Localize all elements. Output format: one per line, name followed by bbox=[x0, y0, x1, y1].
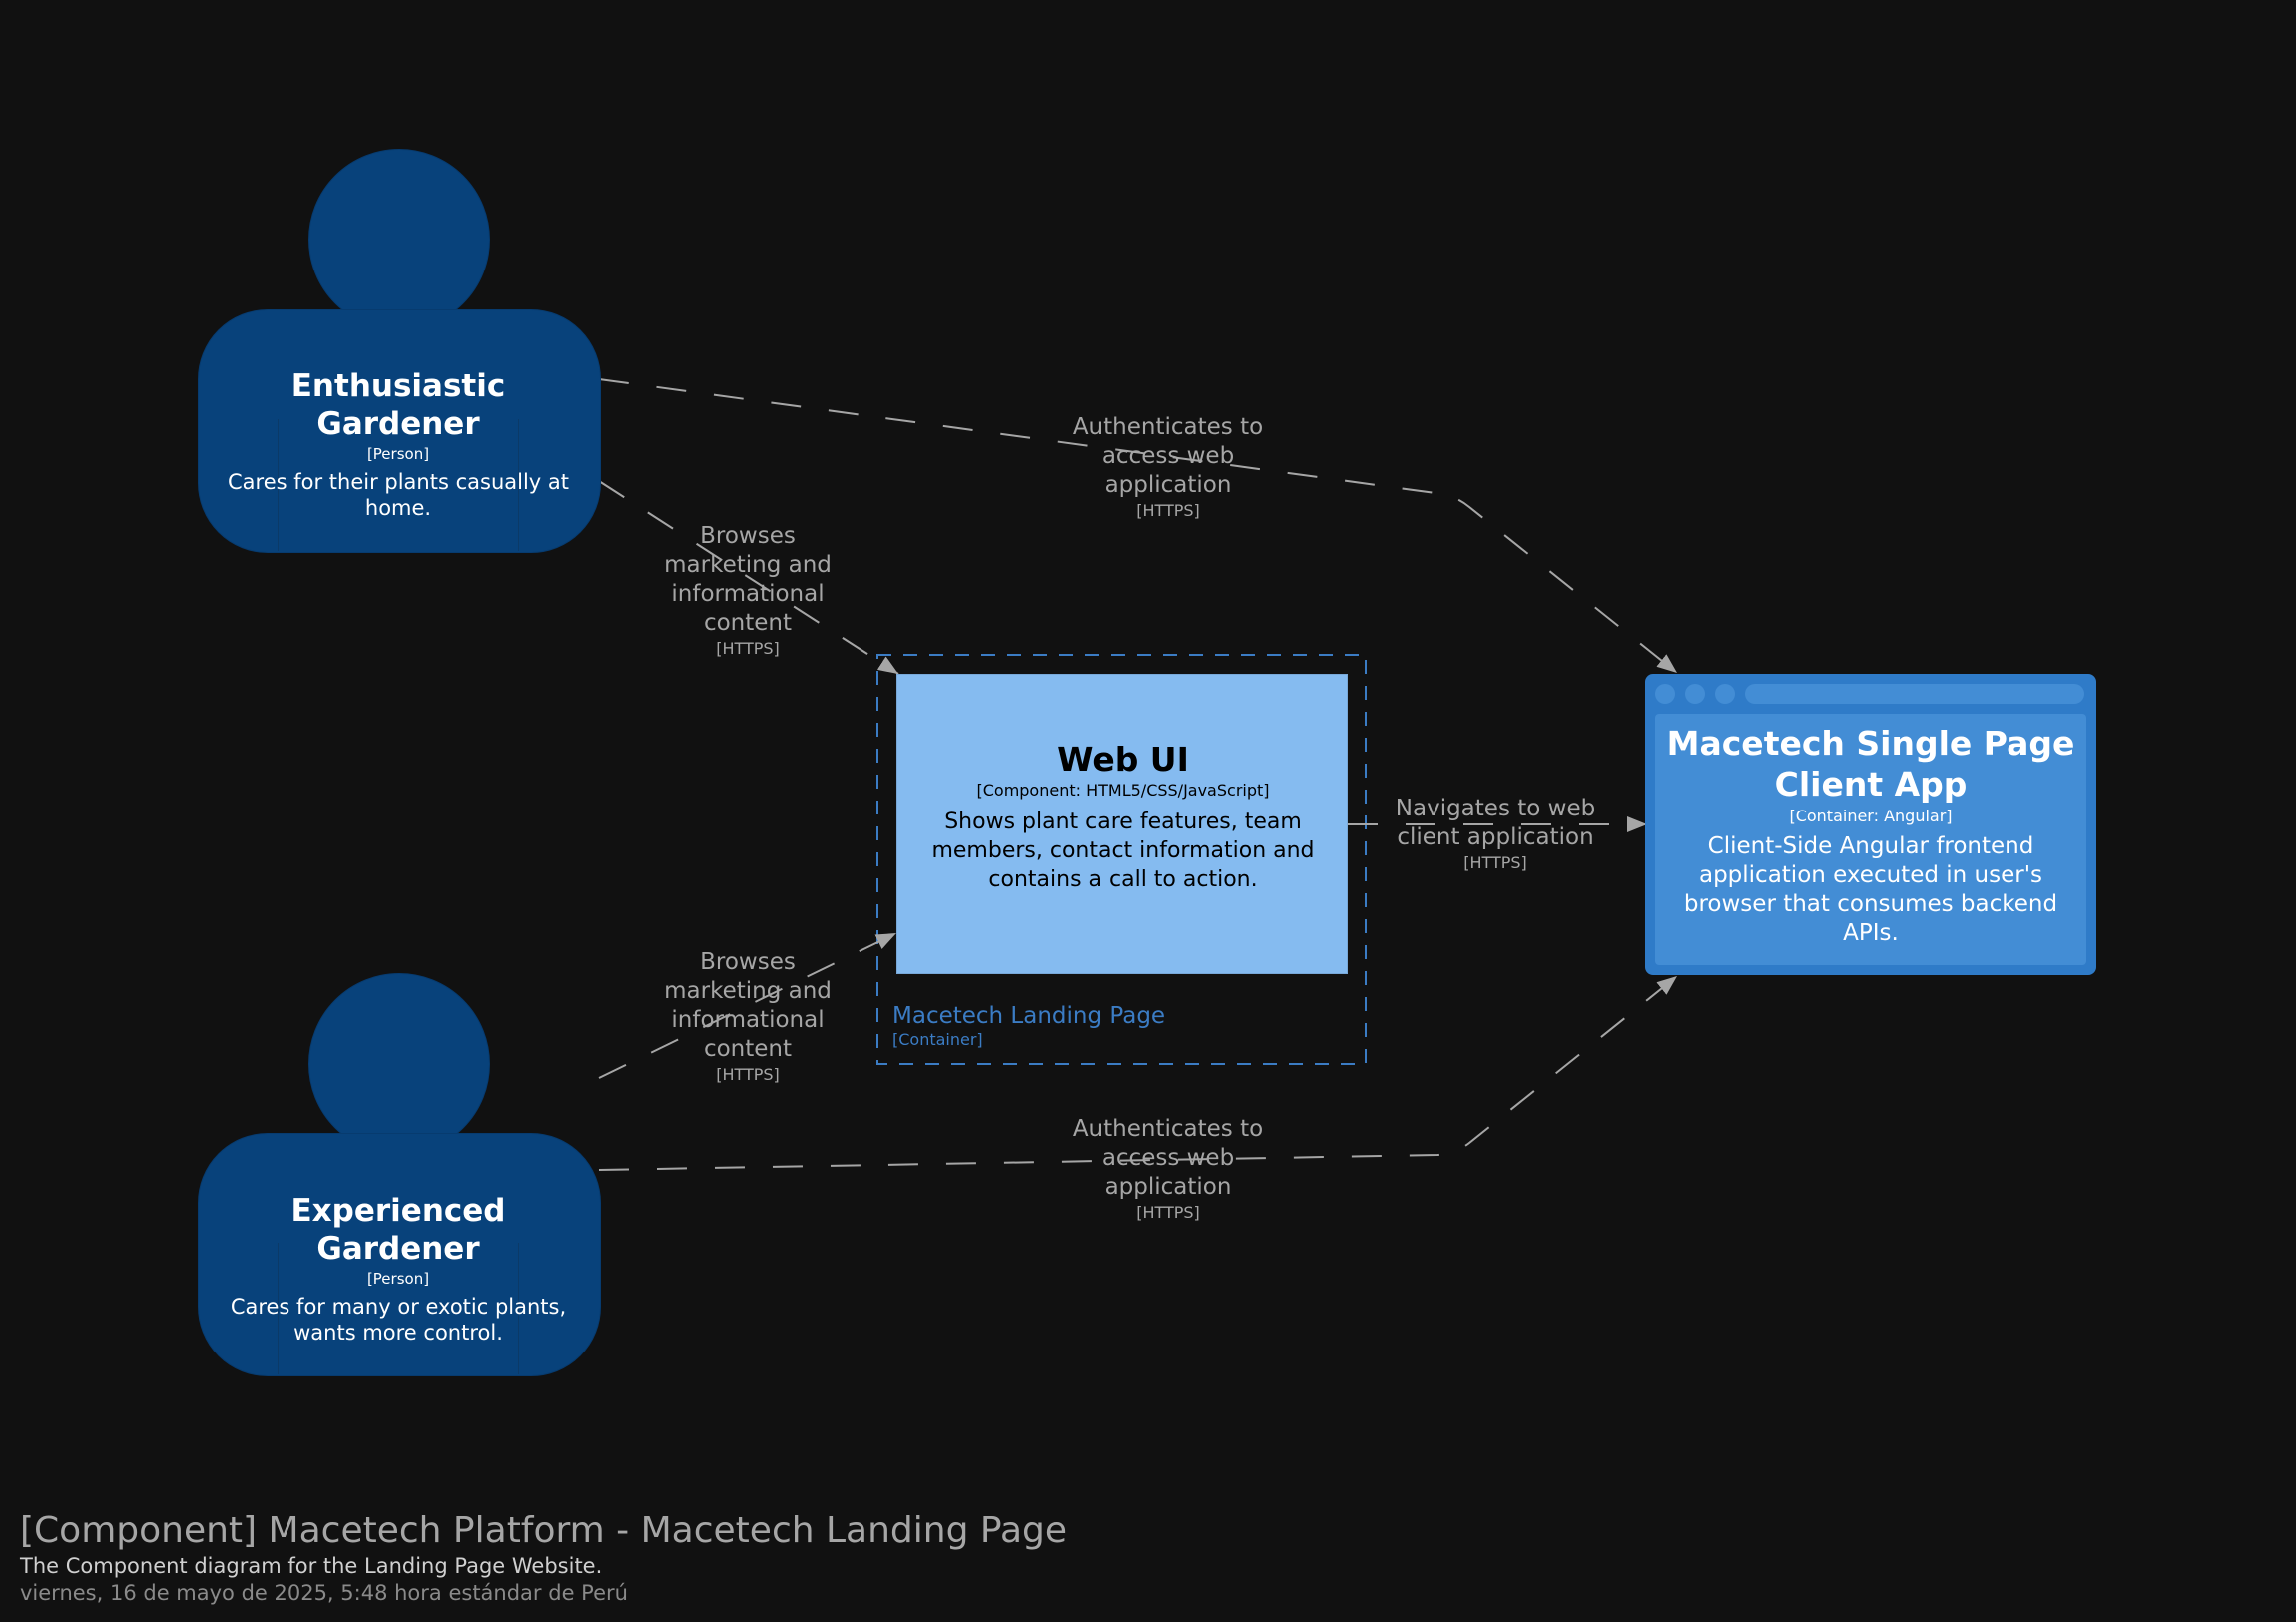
window-dot-icon bbox=[1715, 684, 1735, 704]
person-head-icon bbox=[308, 973, 490, 1155]
person-name: Enthusiastic Gardener bbox=[290, 368, 506, 442]
person-head-icon bbox=[308, 149, 490, 330]
relation-technology: [HTTPS] bbox=[716, 639, 780, 658]
component-type: [Component: HTML5/CSS/JavaScript] bbox=[976, 781, 1270, 800]
window-dot-icon bbox=[1685, 684, 1705, 704]
relation-technology: [HTTPS] bbox=[1136, 1203, 1200, 1222]
boundary-type: [Container] bbox=[892, 1030, 983, 1049]
person-description: Cares for their plants casually at home. bbox=[228, 470, 569, 520]
relation-line-experienced-to-spa bbox=[598, 975, 1678, 1171]
relation-technology: [HTTPS] bbox=[1463, 853, 1527, 872]
container-inner: Macetech Single Page Client App [Contain… bbox=[1655, 714, 2086, 965]
container-single-page-app[interactable]: Macetech Single Page Client App [Contain… bbox=[1645, 674, 2096, 975]
relation-text: Navigates to web client application bbox=[1395, 796, 1596, 850]
relation-label-experienced-authenticates: Authenticates to access web application … bbox=[1048, 1115, 1288, 1224]
window-address-bar bbox=[1745, 684, 2084, 704]
person-arm-line-right bbox=[518, 419, 519, 551]
person-arm-line-right bbox=[518, 1243, 519, 1374]
container-description: Client-Side Angular frontend application… bbox=[1683, 833, 2058, 946]
relation-label-experienced-browses: Browses marketing and informational cont… bbox=[639, 948, 857, 1086]
component-description: Shows plant care features, team members,… bbox=[931, 810, 1315, 892]
component-web-ui[interactable]: Web UI [Component: HTML5/CSS/JavaScript]… bbox=[896, 674, 1348, 974]
person-type: [Person] bbox=[366, 445, 430, 463]
relation-text: Authenticates to access web application bbox=[1072, 1116, 1264, 1200]
relation-text: Authenticates to access web application bbox=[1072, 414, 1264, 498]
relation-text: Browses marketing and informational cont… bbox=[664, 523, 832, 636]
diagram-subtitle: The Component diagram for the Landing Pa… bbox=[20, 1554, 603, 1578]
boundary-label: Macetech Landing Page [Container] bbox=[892, 1002, 1312, 1050]
person-text: Experienced Gardener [Person] Cares for … bbox=[208, 1192, 589, 1346]
window-dot-icon bbox=[1655, 684, 1675, 704]
relation-technology: [HTTPS] bbox=[716, 1065, 780, 1084]
component-name: Web UI bbox=[1057, 740, 1189, 779]
diagram-footer: [Component] Macetech Platform - Macetech… bbox=[20, 1509, 1418, 1607]
person-name: Experienced Gardener bbox=[290, 1193, 506, 1267]
container-name: Macetech Single Page Client App bbox=[1666, 724, 2075, 804]
relation-text: Browses marketing and informational cont… bbox=[664, 949, 832, 1062]
person-text: Enthusiastic Gardener [Person] Cares for… bbox=[208, 367, 589, 521]
relation-label-enthusiastic-browses: Browses marketing and informational cont… bbox=[639, 522, 857, 660]
person-body bbox=[198, 309, 601, 553]
relation-line-enthusiastic-to-webui bbox=[598, 480, 899, 675]
person-arm-line-left bbox=[278, 1243, 279, 1374]
boundary-frame bbox=[876, 654, 1367, 1065]
person-arm-line-left bbox=[278, 419, 279, 551]
person-description: Cares for many or exotic plants, wants m… bbox=[230, 1295, 567, 1345]
diagram-date: viernes, 16 de mayo de 2025, 5:48 hora e… bbox=[20, 1581, 628, 1605]
relation-technology: [HTTPS] bbox=[1136, 501, 1200, 520]
container-type: [Container: Angular] bbox=[1789, 807, 1953, 825]
relation-label-enthusiastic-authenticates: Authenticates to access web application … bbox=[1048, 413, 1288, 522]
boundary-name: Macetech Landing Page bbox=[892, 1003, 1166, 1029]
diagram-title: [Component] Macetech Platform - Macetech… bbox=[20, 1510, 1068, 1551]
relation-line-enthusiastic-to-spa bbox=[598, 378, 1678, 674]
person-type: [Person] bbox=[366, 1270, 430, 1288]
relation-label-navigates: Navigates to web client application [HTT… bbox=[1376, 795, 1615, 874]
person-body bbox=[198, 1133, 601, 1376]
